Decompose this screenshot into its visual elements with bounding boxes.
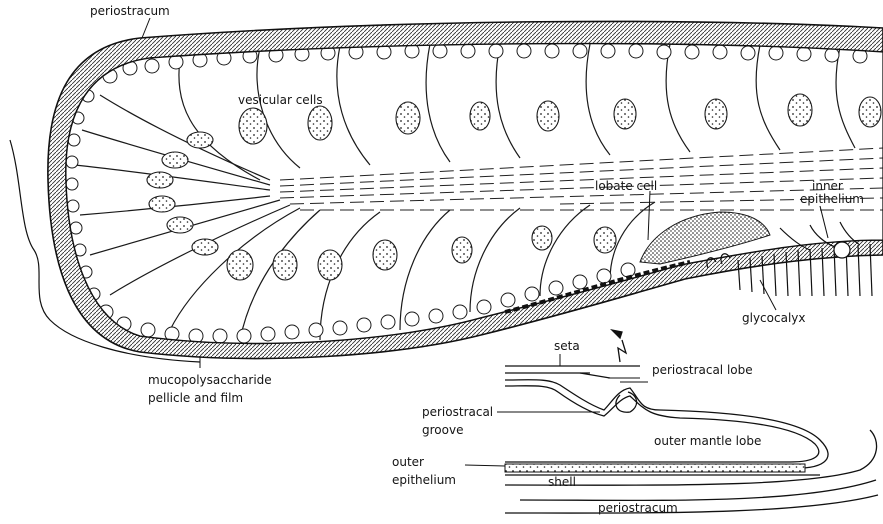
label-vesicular-cells: vesicular cells (238, 93, 323, 107)
label-glycocalyx: glycocalyx (742, 311, 805, 325)
label-outer-epithelium-1: outer (392, 455, 424, 469)
label-periostracum-top: periostracum (90, 4, 170, 18)
label-mucopolysaccharide-2: pellicle and film (148, 391, 243, 405)
label-seta: seta (554, 339, 580, 353)
label-mucopolysaccharide-1: mucopolysaccharide (148, 373, 272, 387)
label-periostracum-bottom: periostracum (598, 501, 678, 515)
label-periostracal-groove-1: periostracal (422, 405, 493, 419)
outer-epithelium-band (505, 464, 805, 472)
label-outer-epithelium-2: epithelium (392, 473, 456, 487)
label-periostracal-groove-2: groove (422, 423, 463, 437)
label-inner-epithelium-1: inner (812, 179, 843, 193)
label-shell: shell (548, 475, 576, 489)
label-inner-epithelium-2: epithelium (800, 192, 864, 206)
label-lobate-cell: lobate cell (595, 179, 657, 193)
label-periostracal-lobe: periostracal lobe (652, 363, 753, 377)
label-outer-mantle-lobe: outer mantle lobe (654, 434, 761, 448)
